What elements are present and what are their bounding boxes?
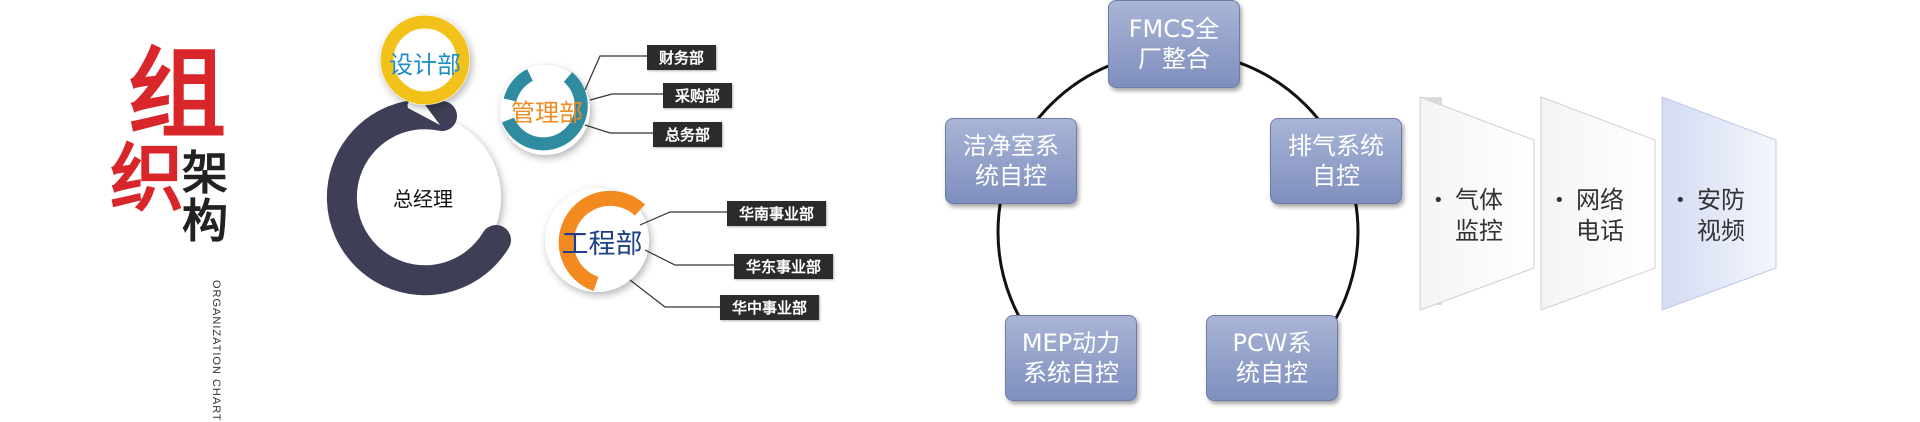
design-dept-label: 设计部 xyxy=(389,51,461,79)
cycle-box-cleanroom-label: 洁净室系 统自控 xyxy=(963,132,1059,190)
sub-dept-tag: 财务部 xyxy=(647,45,717,70)
panel-2-label: 网络 电话 xyxy=(1576,185,1624,247)
cycle-box-pcw: PCW系 统自控 xyxy=(1206,315,1338,401)
center-ring xyxy=(326,99,511,296)
panel-3-line1: 安防 xyxy=(1697,186,1745,214)
cycle-box-exhaust: 排气系统 自控 xyxy=(1270,118,1402,204)
sub-dept-tag: 采购部 xyxy=(663,83,733,108)
title-char-gou: 构 xyxy=(182,194,228,248)
org-chart-graphics xyxy=(326,15,1777,400)
cycle-box-fmcs: FMCS全 厂整合 xyxy=(1108,0,1240,88)
panel-1-label: 气体 监控 xyxy=(1455,185,1503,247)
panel-shape-1 xyxy=(1419,96,1535,311)
title-char-jia: 架 xyxy=(182,146,228,200)
panel-3-line2: 视频 xyxy=(1697,217,1745,246)
engineering-ring xyxy=(545,188,649,292)
panel-shape-2 xyxy=(1540,96,1656,311)
sub-dept-tag: 华中事业部 xyxy=(720,295,820,320)
panel-2-bullet: • xyxy=(1554,190,1565,211)
sub-dept-tag: 华东事业部 xyxy=(734,254,834,279)
title-char-zhi: 织 xyxy=(110,136,184,222)
panel-2-line2: 电话 xyxy=(1576,217,1624,246)
title-char-zu: 组 xyxy=(128,37,227,152)
cycle-box-pcw-label: PCW系 统自控 xyxy=(1232,329,1312,387)
engineering-dept-label: 工程部 xyxy=(561,229,643,260)
panel-1-bullet: • xyxy=(1433,190,1444,211)
cycle-box-cleanroom: 洁净室系 统自控 xyxy=(945,118,1077,204)
design-ring xyxy=(380,15,470,125)
center-label: 总经理 xyxy=(393,187,453,211)
cycle-box-fmcs-label: FMCS全 厂整合 xyxy=(1128,15,1220,73)
cycle-box-mep: MEP动力 系统自控 xyxy=(1005,315,1137,401)
management-ring xyxy=(500,65,590,155)
management-dept-label: 管理部 xyxy=(511,99,583,127)
management-connectors xyxy=(584,55,676,134)
panel-1-line1: 气体 xyxy=(1455,186,1503,214)
panel-3-bullet: • xyxy=(1675,190,1686,211)
engineering-connectors xyxy=(629,211,740,308)
panel-3-label: 安防 视频 xyxy=(1697,185,1745,247)
panel-1-line2: 监控 xyxy=(1455,217,1503,246)
cycle-box-exhaust-label: 排气系统 自控 xyxy=(1288,132,1384,190)
sub-dept-tag: 华南事业部 xyxy=(727,201,827,226)
cycle-box-mep-label: MEP动力 系统自控 xyxy=(1021,329,1121,387)
panel-shape-3 xyxy=(1661,96,1777,311)
sub-dept-tag: 总务部 xyxy=(653,122,723,147)
panel-2-line1: 网络 xyxy=(1576,186,1624,214)
